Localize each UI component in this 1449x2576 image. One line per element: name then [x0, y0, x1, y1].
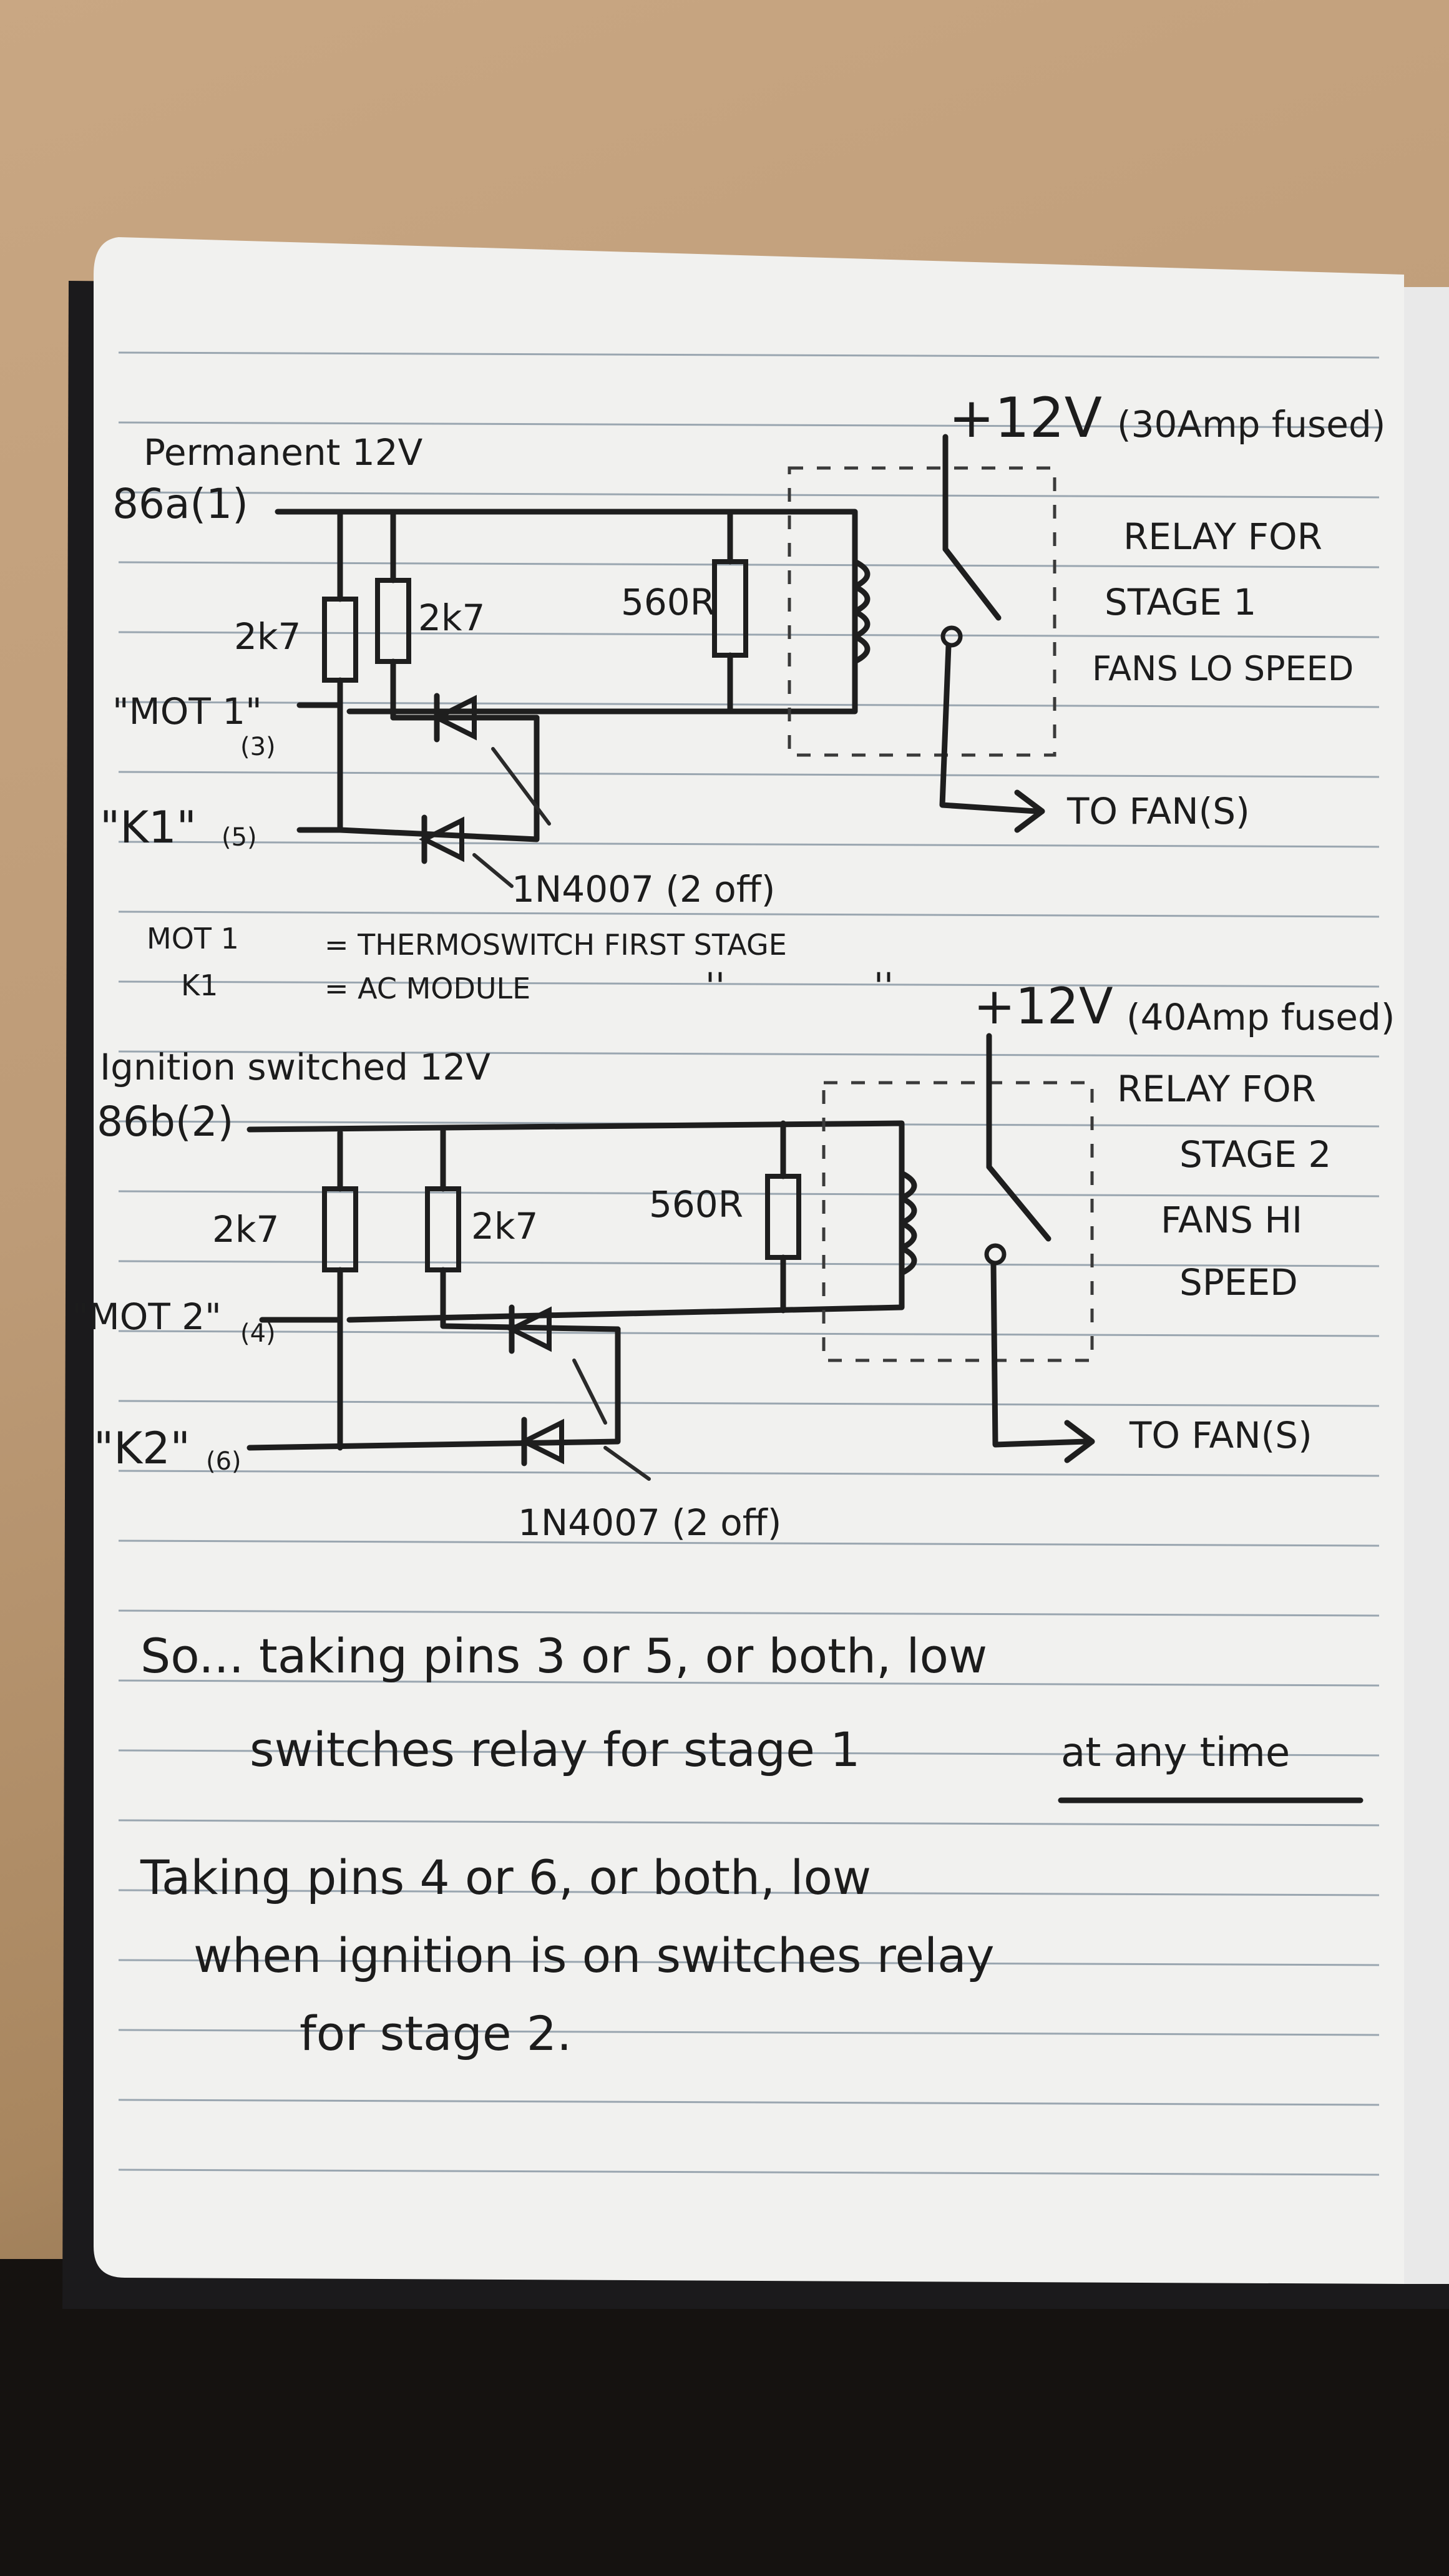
legend-line2-key: K1 — [181, 968, 218, 1002]
note-para2-line1: Taking pins 4 or 6, or both, low — [140, 1850, 871, 1905]
dark-table-area — [0, 2259, 1449, 2576]
note-para2-line3: for stage 2. — [300, 2006, 572, 2061]
circuit1-relay-line-2: STAGE 1 — [1105, 581, 1256, 623]
ruled-line — [118, 2029, 1380, 2036]
ruled-line — [118, 561, 1380, 568]
circuit2-diode-pointer-2 — [603, 1446, 651, 1481]
ruled-line — [118, 771, 1380, 778]
ruled-line — [118, 841, 1380, 848]
notebook-page — [94, 237, 1404, 2284]
circuit1-relay-line-3: FANS LO SPEED — [1092, 649, 1354, 688]
circuit1-diode-label: 1N4007 (2 off) — [512, 868, 775, 910]
ruled-line — [118, 491, 1380, 499]
ruled-line — [118, 2169, 1380, 2176]
circuit2-output-label: TO FAN(S) — [1129, 1414, 1312, 1456]
circuit2-mot-pin: (4) — [240, 1319, 276, 1348]
note-para2-line2: when ignition is on switches relay — [193, 1928, 995, 1983]
legend-line1-value: = THERMOSWITCH FIRST STAGE — [324, 928, 787, 962]
circuit2-diode-label: 1N4007 (2 off) — [518, 1501, 781, 1544]
circuit2-relay-box — [822, 1081, 1094, 1362]
ruled-line — [118, 421, 1380, 429]
ruled-line — [118, 351, 1380, 359]
ruled-line — [118, 1959, 1380, 1966]
circuit2-top-rail — [246, 1120, 905, 1323]
ruled-line — [118, 980, 1380, 988]
circuit2-k-label: "K2" — [94, 1423, 190, 1474]
handwritten-notes: So... taking pins 3 or 5, or both, low s… — [140, 1628, 1364, 2061]
circuit2-output-arrow — [1064, 1420, 1095, 1463]
circuit1-mot-pin: (3) — [240, 733, 276, 761]
circuit1-resistor1-label: 2k7 — [234, 615, 301, 658]
ruled-line — [118, 1749, 1380, 1757]
circuit2-relay-line-4: SPEED — [1179, 1261, 1298, 1304]
circuit2-lower-wire — [246, 1326, 621, 1451]
note-para1-underlined: at any time — [1061, 1730, 1290, 1776]
circuit1-relay-coil — [852, 559, 871, 665]
ruled-lines — [118, 351, 1380, 2176]
circuit2-input-label: Ignition switched 12V — [100, 1046, 490, 1088]
ruled-line — [118, 1260, 1380, 1267]
ruled-line — [118, 1679, 1380, 1687]
circuit2-coil-resistor-label: 560R — [649, 1183, 743, 1226]
circuit2-resistor1-label: 2k7 — [212, 1208, 279, 1251]
circuit1-resistor2-label: 2k7 — [418, 597, 485, 639]
circuit2-diode-upper-wire — [440, 1323, 621, 1332]
circuit2-fuse-label: (40Amp fused) — [1126, 996, 1395, 1038]
ruled-line — [118, 910, 1380, 918]
circuit1-relay-box — [788, 466, 1056, 757]
circuit1-diode-lower — [419, 816, 464, 862]
ruled-line — [118, 1050, 1380, 1058]
circuit1-fuse-label: (30Amp fused) — [1117, 403, 1385, 446]
legend-line2-value: = AC MODULE — [324, 972, 530, 1005]
circuit1-output-wire — [939, 643, 1039, 814]
circuit1-output-label: TO FAN(S) — [1066, 790, 1250, 832]
circuit2-relay-line-1: RELAY FOR — [1117, 1068, 1316, 1110]
circuit1-switch-blade — [942, 546, 1002, 621]
circuit2-relay-coil — [899, 1170, 917, 1276]
note-para1-line2: switches relay for stage 1 — [250, 1722, 860, 1777]
ruled-line — [118, 1330, 1380, 1337]
ruled-line — [118, 1400, 1380, 1407]
circuit2-relay-line-2: STAGE 2 — [1179, 1133, 1331, 1176]
ruled-line — [118, 1539, 1380, 1547]
circuit1-k-label: "K1" — [100, 802, 197, 853]
circuit2-diode-pointer-1 — [572, 1359, 607, 1425]
ruled-line — [118, 2099, 1380, 2106]
circuit1-mot-label: "MOT 1" — [112, 690, 262, 733]
circuit1-diode-pointer-2 — [472, 853, 514, 888]
ruled-line — [118, 1819, 1380, 1827]
circuit1-coil-resistor-label: 560R — [621, 581, 715, 623]
circuit2-pin-label: 86b(2) — [97, 1098, 233, 1146]
circuit1-input-label: Permanent 12V — [144, 431, 423, 474]
legend: MOT 1 = THERMOSWITCH FIRST STAGE K1 = AC… — [147, 922, 894, 1007]
circuit1-diode-pointer-1 — [491, 747, 551, 826]
circuit1-switch-contact — [940, 625, 963, 648]
circuit2-k-pin: (6) — [206, 1447, 242, 1476]
note-para1-line1: So... taking pins 3 or 5, or both, low — [140, 1628, 987, 1684]
circuit1-lower-wire — [337, 715, 540, 842]
circuit2-mot-label: "MOT 2" — [72, 1295, 222, 1338]
ruled-line — [118, 631, 1380, 638]
circuit1-supply-label: +12V — [949, 386, 1102, 450]
circuit2-relay-line-3: FANS HI — [1161, 1199, 1302, 1241]
ruled-line — [118, 1889, 1380, 1896]
circuit1-output-arrow — [1014, 789, 1045, 833]
ruled-line — [118, 1609, 1380, 1617]
next-page-edge — [1404, 287, 1449, 2284]
legend-ditto-1: '' — [705, 965, 725, 1007]
circuit2-output-wire — [990, 1261, 1089, 1448]
circuit-stage-1: +12V (30Amp fused) Permanent 12V 86a(1) … — [100, 386, 1385, 910]
circuit-stage-2: +12V (40Amp fused) Ignition switched 12V… — [72, 977, 1395, 1544]
ruled-line — [118, 1470, 1380, 1477]
legend-ditto-2: '' — [874, 965, 894, 1007]
circuit1-pin-label: 86a(1) — [112, 480, 248, 528]
circuit2-switch-blade — [986, 1164, 1051, 1242]
circuit1-k-pin: (5) — [222, 823, 257, 852]
circuit1-relay-line-1: RELAY FOR — [1123, 515, 1322, 558]
circuit2-supply-label: +12V — [973, 977, 1113, 1035]
circuit2-resistor2-label: 2k7 — [471, 1205, 538, 1247]
legend-line1-key: MOT 1 — [147, 922, 239, 955]
ruled-line — [118, 1190, 1380, 1198]
